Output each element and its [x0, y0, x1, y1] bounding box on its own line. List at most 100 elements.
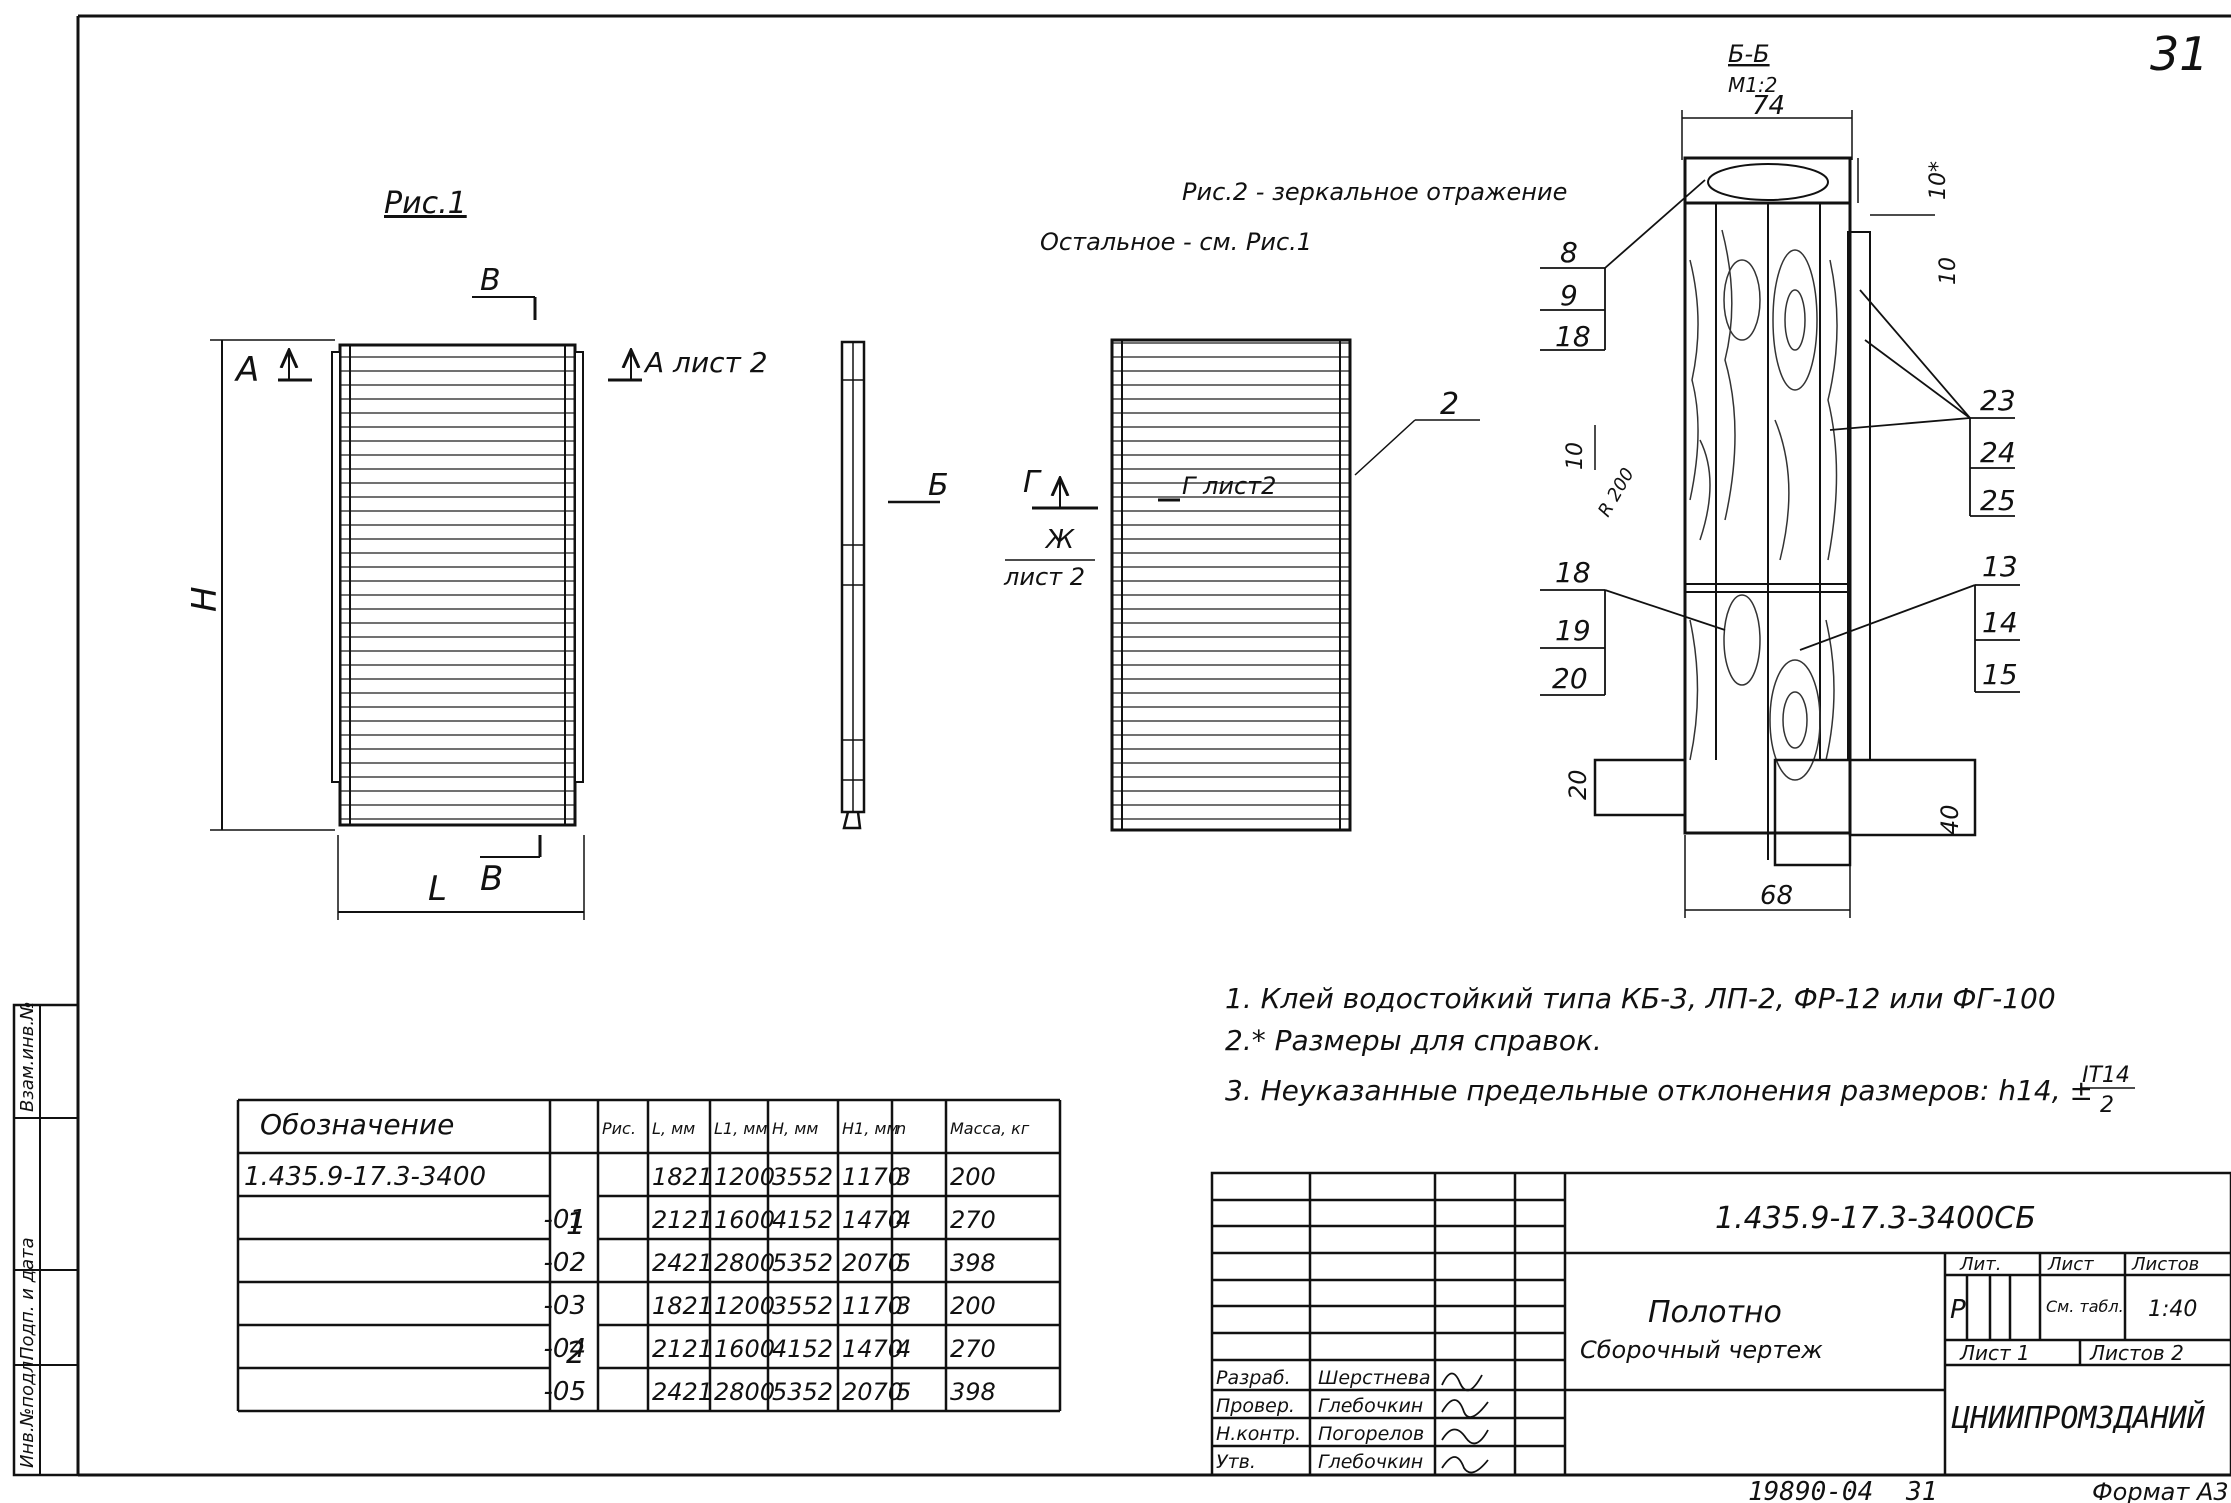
spec-cell: 398	[950, 1249, 996, 1277]
header-lit: Лит.	[1959, 1254, 2001, 1275]
role-3: Н.контр.	[1216, 1423, 1301, 1445]
spec-cell: 2800	[714, 1249, 775, 1277]
leader-8: 8	[1560, 236, 1578, 269]
role-1: Разраб.	[1216, 1367, 1291, 1389]
stamp-podp-data: Подп. и дата	[17, 1237, 38, 1360]
doc-title: Полотно	[1648, 1295, 1782, 1330]
header-list: Лист	[2047, 1254, 2094, 1275]
fig1-label-H: Н	[185, 586, 225, 612]
format-label: Формат А3	[2092, 1478, 2229, 1503]
spec-cell: 2070	[842, 1378, 903, 1406]
spec-designation: -04	[544, 1334, 586, 1364]
spec-header-5: Н1, мм	[842, 1119, 899, 1138]
spec-cell: 1600	[714, 1206, 775, 1234]
spec-cell: 3	[896, 1163, 911, 1191]
fig2-label-Zh-sheet: лист 2	[1003, 563, 1085, 591]
fig1-label-B-bottom: В	[480, 859, 503, 899]
spec-header-4: Н, мм	[772, 1119, 818, 1138]
spec-cell: 4152	[772, 1335, 833, 1363]
note-1: 1. Клей водостойкий типа КБ-3, ЛП-2, ФР-…	[1225, 982, 2056, 1015]
dim-R200: R 200	[1594, 464, 1638, 520]
spec-designation: -05	[544, 1377, 586, 1407]
lit-value: Р	[1950, 1295, 1966, 1325]
spec-header-2: L, мм	[652, 1119, 695, 1138]
spec-cell: 5	[896, 1378, 911, 1406]
stamp-vzam-inv: Взам.инв.№	[17, 1001, 38, 1112]
fig2-leader-2: 2	[1440, 387, 1459, 422]
leader-9: 9	[1560, 279, 1578, 312]
mass-value: См. табл.	[2046, 1297, 2124, 1316]
fig1-label-B-top: В	[480, 263, 501, 298]
spec-cell: 1170	[842, 1292, 903, 1320]
signatures	[1441, 1372, 1489, 1474]
spec-cell: 3552	[772, 1163, 833, 1191]
stamp-inv-podl: Инв.№подл.	[17, 1355, 38, 1468]
leader-20: 20	[1552, 662, 1588, 695]
spec-cell: 2121	[652, 1206, 713, 1234]
spec-cell: 1470	[842, 1206, 903, 1234]
leader-15: 15	[1982, 658, 2018, 691]
spec-cell: 5352	[772, 1249, 833, 1277]
note-3-numerator: IT14	[2082, 1063, 2130, 1088]
fig1-label-L: L	[428, 869, 447, 909]
archive-sheet: 31	[1905, 1477, 1937, 1503]
spec-cell: 1170	[842, 1163, 903, 1191]
role-2: Провер.	[1216, 1395, 1295, 1417]
spec-cell: 1821	[652, 1292, 713, 1320]
spec-cell: 2421	[652, 1378, 713, 1406]
spec-cell: 1470	[842, 1335, 903, 1363]
leader-14: 14	[1982, 606, 2018, 639]
role-4: Утв.	[1216, 1451, 1256, 1473]
spec-cell: 3	[896, 1292, 911, 1320]
spec-cell: 398	[950, 1378, 996, 1406]
doc-subtitle: Сборочный чертеж	[1580, 1336, 1823, 1364]
sheets-label: Листов 2	[2089, 1341, 2184, 1365]
spec-designation: -02	[544, 1248, 586, 1278]
spec-designation: -03	[544, 1291, 586, 1321]
name-2: Глебочкин	[1318, 1395, 1423, 1417]
side-view-label-B: Б	[928, 468, 949, 503]
fig1-label-A-sheet: А лист 2	[643, 346, 768, 379]
spec-cell: 3552	[772, 1292, 833, 1320]
doc-code: 1.435.9-17.3-3400СБ	[1715, 1201, 2036, 1236]
page-number: 31	[2150, 27, 2209, 81]
spec-cell: 1600	[714, 1335, 775, 1363]
spec-cell: 270	[950, 1206, 996, 1234]
spec-designation: -01	[544, 1205, 586, 1235]
spec-cell: 2121	[652, 1335, 713, 1363]
scale-value: 1:40	[2148, 1297, 2197, 1322]
spec-designation: 1.435.9-17.3-3400	[244, 1162, 486, 1192]
header-listov: Листов	[2131, 1254, 2199, 1275]
spec-header-0: Обозначение	[260, 1108, 454, 1141]
section-scale: М1:2	[1728, 73, 1777, 97]
section-BB: Б-Б М1:2 74	[1540, 40, 2020, 918]
leader-18b: 18	[1555, 556, 1591, 589]
spec-header-7: Масса, кг	[950, 1119, 1030, 1138]
spec-cell: 200	[950, 1292, 996, 1320]
title-block: 1.435.9-17.3-3400СБ Полотно Сборочный че…	[1210, 1171, 2231, 1477]
organization: ЦНИИПРОМЗДАНИЙ	[1951, 1400, 2206, 1436]
fig2-label-G-sheet: Г лист2	[1182, 472, 1276, 500]
spec-header-3: L1, мм	[714, 1119, 767, 1138]
fig1-label-A: А	[234, 350, 259, 390]
leader-13: 13	[1982, 550, 2018, 583]
spec-cell: 2070	[842, 1249, 903, 1277]
spec-cell: 5	[896, 1249, 911, 1277]
spec-header-6: n	[896, 1119, 906, 1138]
spec-cell: 1200	[714, 1163, 775, 1191]
spec-cell: 1821	[652, 1163, 713, 1191]
fig2-title: Рис.2 - зеркальное отражение	[1182, 178, 1567, 206]
note-3-denominator: 2	[2100, 1093, 2114, 1118]
dim-10-right: 10	[1936, 257, 1961, 285]
note-2: 2.* Размеры для справок.	[1225, 1024, 1602, 1057]
dim-20: 20	[1564, 769, 1592, 800]
spec-cell: 200	[950, 1163, 996, 1191]
dim-10-left: 10	[1563, 442, 1588, 470]
fig1-title: Рис.1	[384, 186, 467, 221]
spec-cell: 4152	[772, 1206, 833, 1234]
leader-19: 19	[1555, 614, 1591, 647]
name-4: Глебочкин	[1318, 1451, 1423, 1473]
name-3: Погорелов	[1318, 1423, 1424, 1445]
